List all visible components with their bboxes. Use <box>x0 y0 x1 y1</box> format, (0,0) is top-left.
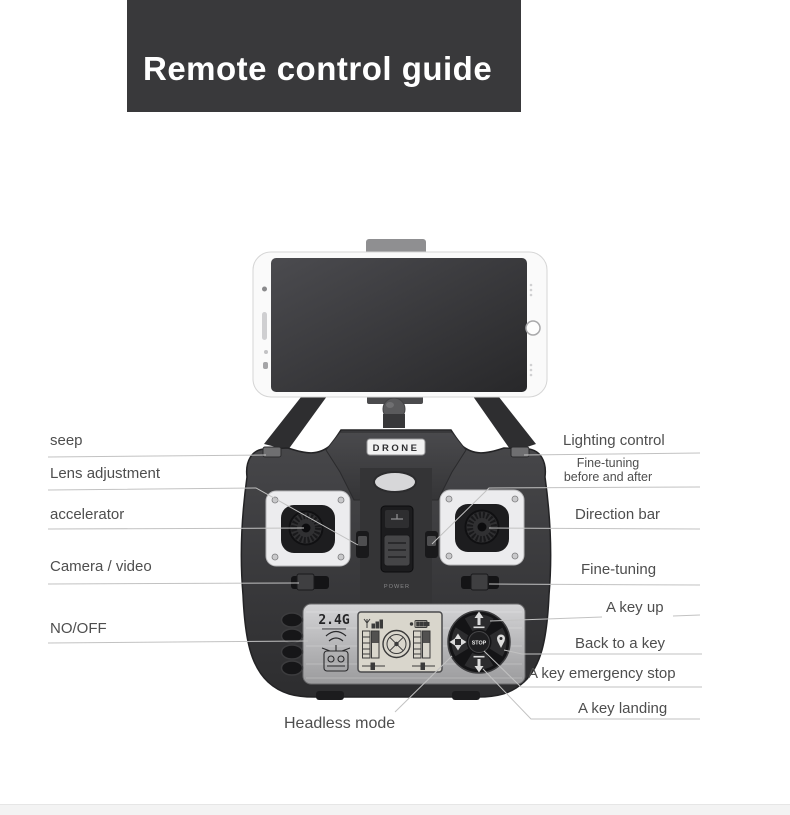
title-banner: Remote control guide <box>127 0 521 112</box>
callout-camera-video: Camera / video <box>50 558 152 575</box>
right-trim-switch <box>425 531 438 558</box>
callout-fine-tuning: Fine-tuning <box>581 561 657 578</box>
callout-a-key-landing: A key landing <box>578 700 668 717</box>
brand-label: DRONE <box>373 443 420 454</box>
left-foot <box>316 691 344 700</box>
leader-line-headless-mode <box>394 655 453 713</box>
left-trim-switch <box>356 531 369 558</box>
right-joystick <box>439 489 525 566</box>
power-switch-icon <box>391 514 403 520</box>
right-slider <box>461 573 499 591</box>
leader-line-direction-bar <box>488 527 701 530</box>
front-camera <box>262 286 267 292</box>
callout-no-off: NO/OFF <box>50 620 107 637</box>
home-button <box>525 320 541 336</box>
frequency-logo: 2.4G <box>318 613 351 672</box>
callout-direction-bar: Direction bar <box>575 506 661 523</box>
callout-fine-tuning-before-after: Fine-tuning before and after <box>563 456 653 484</box>
leader-line-a-key-emergency-stop <box>483 650 702 688</box>
side-buttons <box>280 612 304 676</box>
a-key-up-icon <box>473 611 485 629</box>
leader-line-fine-tuning <box>488 583 701 586</box>
lcd-screen <box>357 611 443 673</box>
oval-button <box>373 471 417 493</box>
brand-plate <box>366 438 426 456</box>
leader-line-a-key-up <box>489 616 603 622</box>
callout-lines <box>47 452 702 720</box>
power-label: POWER <box>384 584 410 590</box>
mini-drone-icon <box>321 645 351 672</box>
leader-line-camera-video <box>47 582 300 585</box>
stop-button <box>468 631 490 653</box>
left-joystick <box>265 490 351 567</box>
left-shoulder-button <box>262 446 282 458</box>
callout-accelerator: accelerator <box>50 506 125 523</box>
callout-a-key-up: A key up <box>606 599 664 616</box>
page-title: Remote control guide <box>143 50 493 87</box>
dpad: STOP <box>447 610 511 674</box>
right-foot <box>452 691 480 700</box>
leader-line-fine-tuning-before-after <box>431 486 701 545</box>
smartphone <box>252 251 548 398</box>
radio-wave-icon <box>325 630 347 642</box>
leader-line-accelerator <box>47 527 305 530</box>
phone-screen <box>271 258 527 392</box>
callout-lens-adjustment: Lens adjustment <box>50 465 161 482</box>
frequency-label: 2.4G <box>318 613 349 628</box>
left-slider <box>291 573 329 591</box>
leader-line-back-to-a-key <box>503 649 702 655</box>
right-shoulder-button <box>510 446 530 458</box>
callout-a-key-emergency-stop: A key emergency stop <box>528 665 676 682</box>
leader-line-lighting-control <box>523 452 701 456</box>
speaker-slot <box>262 312 267 340</box>
callout-headless-mode: Headless mode <box>284 715 396 732</box>
landing-icon <box>473 655 485 673</box>
leader-line-a-key-landing <box>482 668 700 720</box>
leader-line-seep <box>47 454 267 458</box>
return-home-icon <box>497 634 505 648</box>
headless-mode-icon <box>449 633 467 651</box>
leader-line-lens-adjustment <box>47 487 359 546</box>
leader-line-a-key-up-dash <box>672 614 701 617</box>
power-switch: POWER <box>380 505 414 590</box>
signal-icon <box>363 618 371 628</box>
callout-seep: seep <box>50 432 83 449</box>
callout-back-to-a-key: Back to a key <box>575 635 666 652</box>
stop-label: STOP <box>472 641 487 647</box>
controller: DRONE 2.4G <box>240 429 552 700</box>
leader-line-no-off <box>47 640 309 644</box>
callout-lighting-control: Lighting control <box>563 432 665 449</box>
page-bottom-strip <box>0 804 790 815</box>
